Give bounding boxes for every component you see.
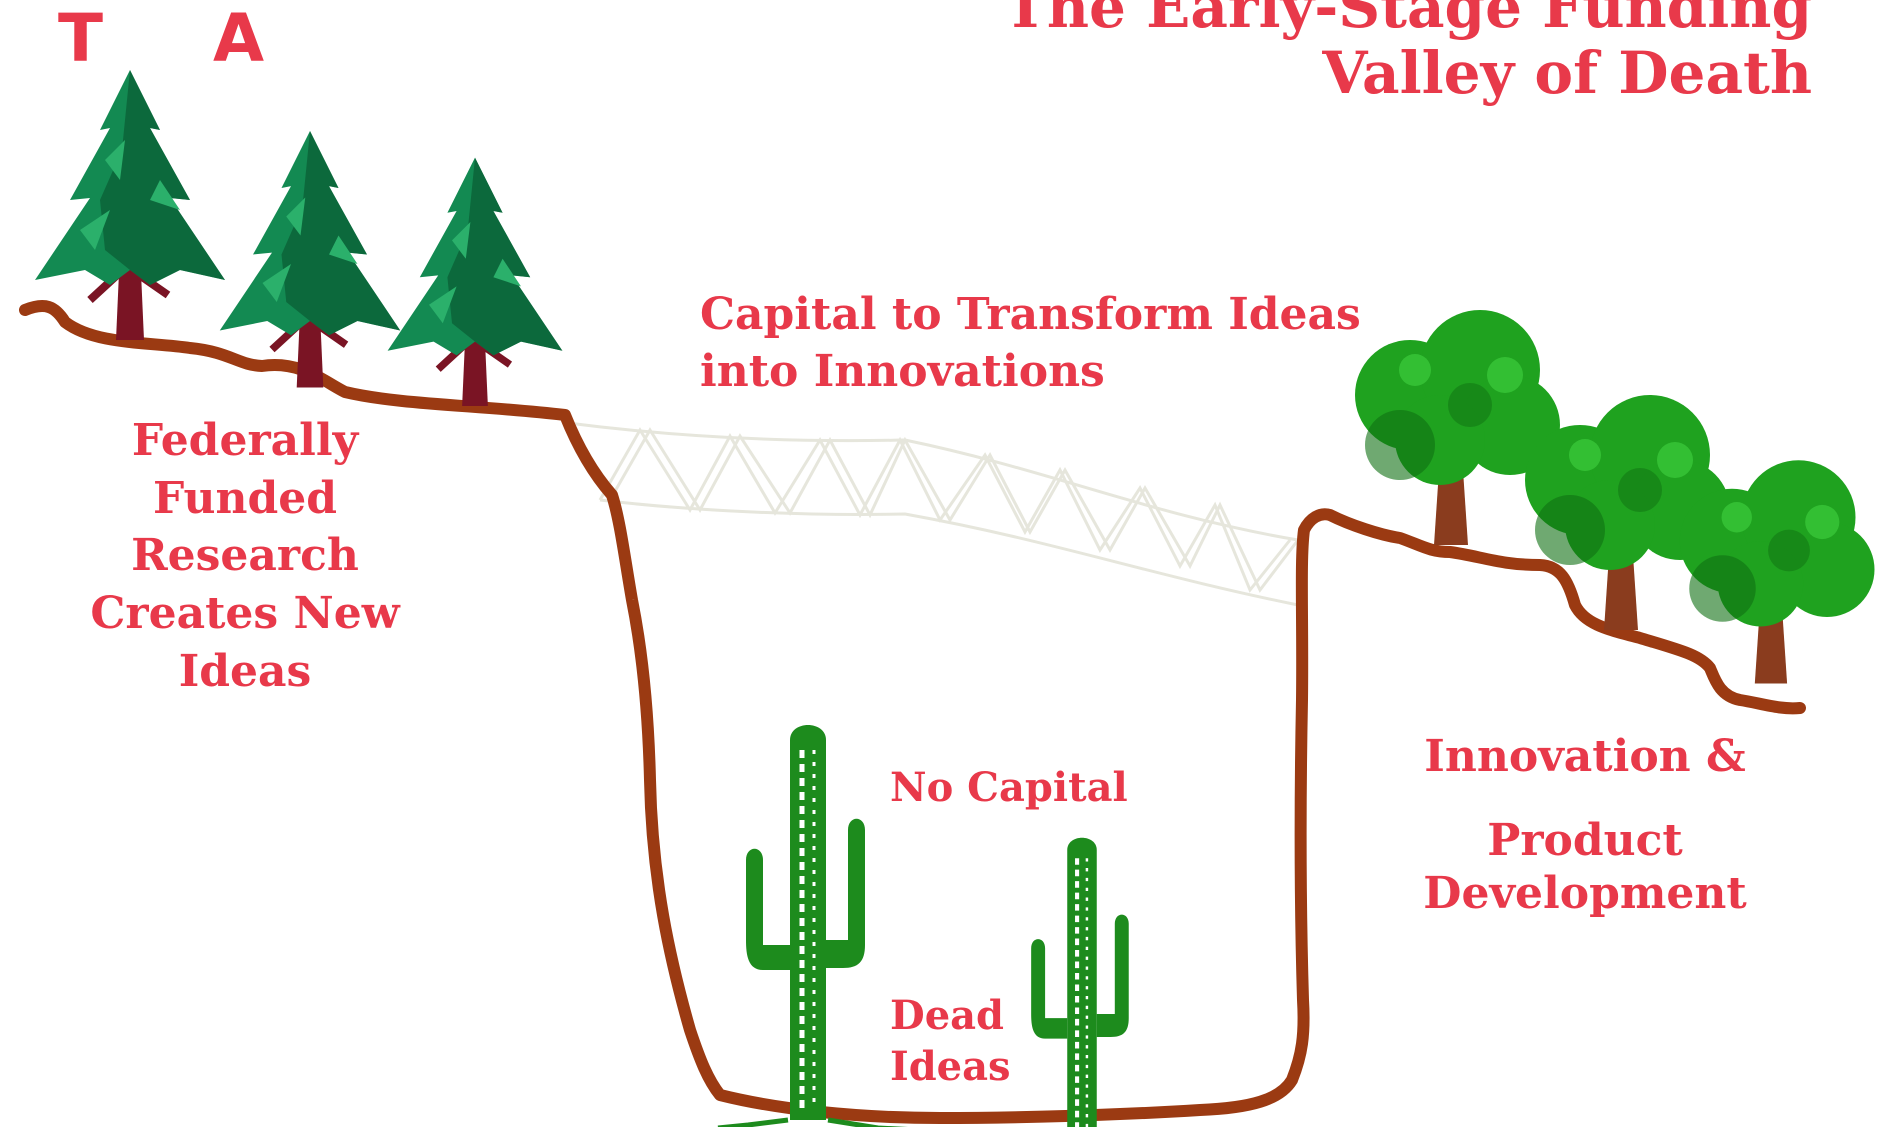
capital-label-line-2: into Innovations: [700, 346, 1105, 398]
dead-ideas-label: Dead Ideas: [890, 990, 1011, 1092]
diagram-title: The Early-Stage Funding Valley of Death: [1004, 0, 1812, 106]
federal-label-line-4: Creates New: [90, 587, 400, 639]
capital-label-line-1: Capital to Transform Ideas: [700, 289, 1361, 340]
innovation-label-line-1: Innovation &: [1424, 731, 1746, 782]
federal-label-line-5: Ideas: [178, 645, 312, 697]
bridge-lattice: [566, 422, 1300, 593]
bridge-truss-icon: [566, 421, 1300, 607]
logo-letter-t: T: [58, 0, 104, 77]
title-line-1: The Early-Stage Funding: [1003, 0, 1812, 41]
innovation-label: Innovation & Product Development: [1420, 730, 1750, 921]
innovation-label-line-3: Development: [1423, 868, 1747, 920]
title-line-2: Valley of Death: [1322, 39, 1812, 108]
capital-label: Capital to Transform Ideas into Innovati…: [700, 286, 1361, 400]
bridge-top-rail: [567, 421, 1299, 542]
logo-letter-a: A: [213, 0, 265, 77]
federal-label-line-2: Funded: [153, 472, 337, 524]
federal-label-line-3: Research: [131, 530, 359, 582]
federal-label-line-1: Federally: [131, 415, 359, 466]
no-capital-label: No Capital: [890, 764, 1128, 811]
dead-label-line-1: Dead: [890, 992, 1005, 1039]
bridge-lattice-back: [598, 427, 1292, 593]
valley-ground-line: [19, 300, 1806, 1124]
dead-label-line-2: Ideas: [890, 1043, 1011, 1091]
pine-tree-icon: [35, 70, 562, 406]
innovation-label-line-2: Product: [1487, 814, 1683, 866]
federal-research-label: Federally Funded Research Creates New Id…: [90, 412, 400, 700]
oak-tree-icon: [1355, 310, 1875, 684]
bridge-bottom-rail: [599, 498, 1299, 607]
